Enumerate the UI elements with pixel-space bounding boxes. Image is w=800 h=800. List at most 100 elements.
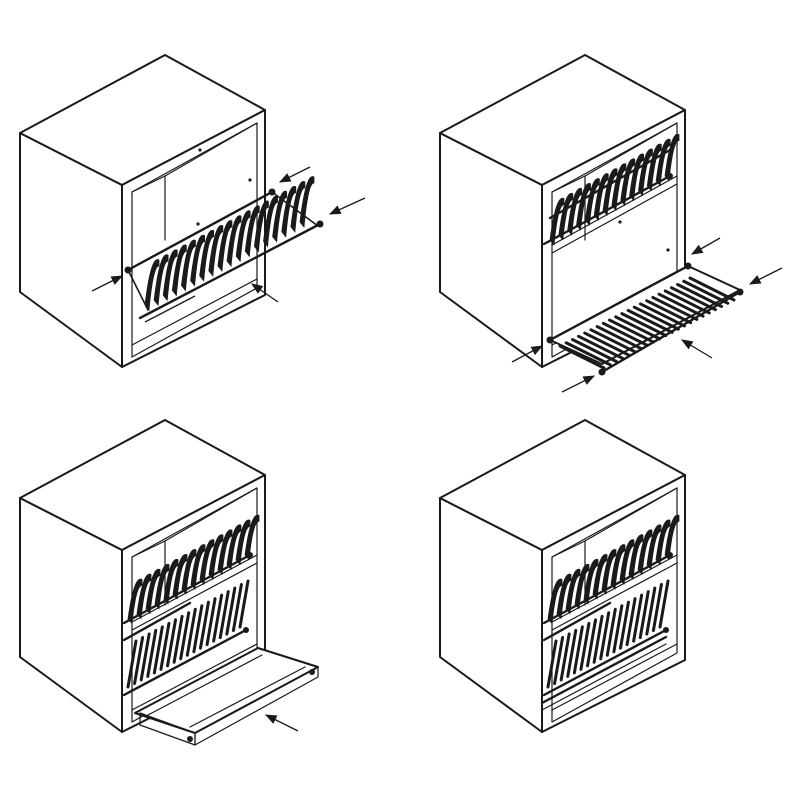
drill-hole	[618, 220, 622, 224]
plate-wire	[263, 195, 278, 248]
tray-slat	[651, 295, 699, 321]
plate-wire	[610, 544, 626, 590]
tray-slat	[612, 604, 624, 654]
plate-wire	[208, 534, 224, 581]
plate-wire	[655, 519, 671, 566]
plate-wire	[244, 205, 260, 258]
plate-wire	[163, 558, 179, 605]
plate-wire	[565, 568, 581, 615]
tray-slat	[231, 583, 243, 633]
tray-slat	[146, 628, 158, 678]
plate-wire	[646, 143, 662, 192]
tray-slat	[218, 590, 230, 640]
cabinet-body	[19, 54, 266, 368]
plate-wire	[272, 190, 288, 243]
tray-slat	[599, 611, 611, 661]
plate-wire	[619, 539, 635, 585]
rack-end-cap	[268, 188, 276, 196]
plate-wire	[190, 234, 205, 287]
tray-slat	[179, 611, 191, 661]
tray-slat	[601, 321, 649, 347]
plate-wire	[574, 563, 590, 610]
plate-wire	[226, 215, 242, 268]
plate-wire	[556, 573, 572, 620]
tray-slat	[583, 331, 631, 357]
tray-slat	[663, 289, 711, 315]
plate-wire	[171, 244, 187, 297]
tray-slat	[159, 621, 171, 671]
tray-slat	[605, 607, 617, 657]
plate-wire	[592, 554, 608, 600]
upper-dish-rack	[124, 176, 324, 320]
installed-drip-rack	[122, 579, 250, 697]
tray-slat	[645, 586, 657, 636]
rack-end-cap	[736, 288, 744, 296]
tray-slat	[669, 286, 717, 312]
plate-wire	[620, 158, 636, 207]
tray-slat	[688, 276, 736, 302]
insert-arrow	[251, 283, 279, 303]
tray-slat	[192, 604, 204, 654]
tray-slat	[570, 338, 618, 364]
plate-wire	[655, 138, 671, 187]
plate-wire	[567, 187, 583, 236]
plate-wire	[584, 178, 600, 226]
plate-wire	[593, 173, 609, 221]
drip-tray-inserted	[540, 635, 668, 711]
tray-slat	[152, 625, 164, 675]
plate-wire	[290, 181, 306, 233]
tray-slat	[676, 282, 724, 308]
drill-hole	[198, 148, 202, 152]
plate-wire	[299, 176, 315, 229]
insert-arrow	[91, 275, 124, 292]
tray-slat	[625, 597, 637, 647]
plate-wire	[181, 549, 197, 595]
plate-wire	[646, 524, 662, 571]
plate-wire	[547, 578, 563, 625]
panel-step-2	[439, 54, 783, 393]
tray-slat	[592, 614, 604, 664]
plate-wire	[208, 225, 224, 277]
insert-arrow	[328, 197, 366, 215]
plate-wire	[576, 183, 591, 231]
tray-slat	[577, 334, 625, 360]
plate-wire	[281, 185, 297, 238]
plate-wire	[235, 210, 251, 263]
rack-end-cap	[124, 266, 132, 274]
tray-slat	[553, 635, 565, 685]
drill-hole	[666, 248, 670, 252]
tray-slat	[546, 639, 558, 689]
insert-arrow	[680, 339, 713, 359]
tray-slat	[608, 318, 656, 344]
plate-wire	[549, 197, 565, 246]
tray-slat	[645, 299, 693, 325]
tray-slat	[185, 607, 197, 657]
tray-slat	[559, 632, 571, 682]
push-arrow	[264, 714, 299, 732]
tray-slat	[172, 614, 184, 664]
plate-wire	[253, 200, 269, 253]
plate-wire	[558, 192, 574, 241]
installed-dish-rack	[122, 514, 260, 625]
tray-slat	[166, 618, 178, 668]
tray-slat	[586, 618, 598, 668]
tray-slat	[133, 635, 145, 685]
insert-arrow	[511, 345, 544, 363]
plate-wire	[217, 220, 233, 272]
tray-slat	[658, 579, 670, 629]
rack-end-cap	[243, 627, 249, 633]
drill-hole	[248, 178, 252, 182]
plate-wire	[145, 568, 161, 615]
tray-slat	[198, 600, 210, 650]
plate-wire	[583, 558, 599, 605]
insert-arrow	[748, 267, 783, 285]
panel-step-3	[19, 419, 319, 746]
tray-slat	[595, 325, 643, 351]
plate-wire	[235, 519, 251, 566]
tray-slat	[579, 621, 591, 671]
plate-wire	[153, 254, 169, 307]
tray-slat	[205, 597, 217, 647]
plate-wire	[217, 529, 233, 576]
plate-wire	[199, 229, 215, 282]
